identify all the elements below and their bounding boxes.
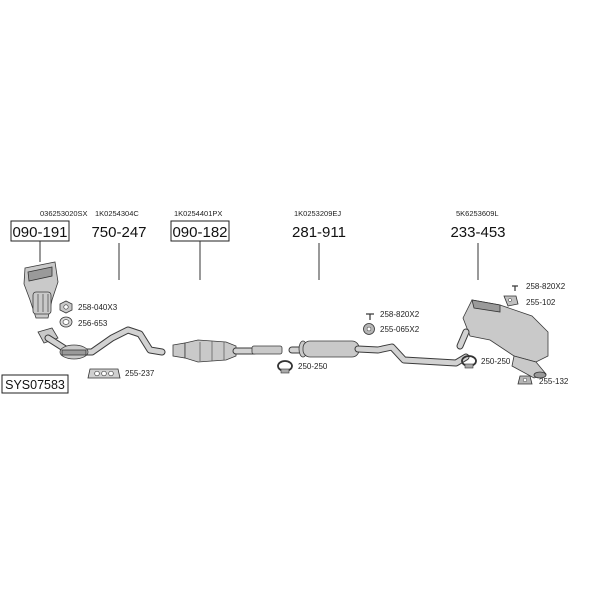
accessory-label: 255-237 (125, 369, 155, 378)
rubber-mount-icon (363, 323, 375, 335)
bracket-icon (503, 295, 519, 307)
part-number[interactable]: 090-182 (172, 224, 227, 241)
accessory-label: 256-653 (78, 319, 108, 328)
component-label-rear-silencer: 5K6253609L 233-453 (450, 209, 506, 280)
oem-number: 1K0253209EJ (294, 209, 341, 218)
rubber-mount-icon (517, 375, 533, 385)
bolt-icon (512, 285, 518, 291)
system-code: SYS07583 (1, 374, 69, 394)
oem-number: 036253020SX (40, 209, 88, 218)
clamp-icon (461, 355, 477, 369)
gasket-icon (59, 316, 73, 328)
component-label-front-pipe: 1K0254304C 750-247 (91, 209, 147, 280)
system-code-label: SYS07583 (5, 378, 65, 392)
accessory-label: 250-250 (481, 357, 511, 366)
accessory-label: 255-102 (526, 298, 556, 307)
manifold-drawing[interactable] (23, 261, 59, 319)
accessory-label: 255-065X2 (380, 325, 420, 334)
accessory-label: 255-132 (539, 377, 569, 386)
rear-silencer-drawing[interactable] (456, 299, 549, 379)
accessory-label: 258-040X3 (78, 303, 118, 312)
accessory-label: 258-820X2 (380, 310, 420, 319)
part-number[interactable]: 750-247 (91, 224, 146, 241)
component-label-middle-silencer: 1K0253209EJ 281-911 (292, 209, 346, 280)
part-number[interactable]: 233-453 (450, 224, 505, 241)
oem-number: 1K0254401PX (174, 209, 222, 218)
component-label-catalyst: 1K0254401PX 090-182 (170, 209, 230, 280)
flange-gasket-icon (87, 368, 121, 379)
accessory-250-250-left[interactable]: 250-250 (277, 360, 328, 374)
accessory-255-237[interactable]: 255-237 (87, 368, 155, 379)
accessory-250-250-right[interactable]: 250-250 (461, 355, 511, 369)
system-code-box (1, 374, 69, 394)
accessory-label: 250-250 (298, 362, 328, 371)
accessory-255-132[interactable]: 255-132 (517, 375, 569, 386)
accessory-258-040x3[interactable]: 258-040X3 (59, 300, 118, 314)
part-number[interactable]: 281-911 (292, 224, 346, 241)
accessory-255-065x2[interactable]: 255-065X2 (363, 323, 420, 335)
clamp-icon (277, 360, 293, 374)
oem-number: 5K6253609L (456, 209, 499, 218)
accessory-258-820x2-middle[interactable]: 258-820X2 (366, 310, 420, 320)
front-pipe-drawing[interactable] (37, 326, 166, 360)
accessory-255-102[interactable]: 255-102 (503, 295, 556, 307)
accessory-258-820x2-rear[interactable]: 258-820X2 (512, 282, 566, 291)
oem-number: 1K0254304C (95, 209, 139, 218)
middle-silencer-drawing[interactable] (288, 340, 470, 367)
bolt-icon (366, 313, 374, 320)
component-label-manifold: 036253020SX 090-191 (10, 209, 88, 262)
catalyst-drawing[interactable] (172, 339, 283, 363)
part-number[interactable]: 090-191 (12, 224, 67, 241)
accessory-label: 258-820X2 (526, 282, 566, 291)
accessory-256-653[interactable]: 256-653 (59, 316, 108, 328)
